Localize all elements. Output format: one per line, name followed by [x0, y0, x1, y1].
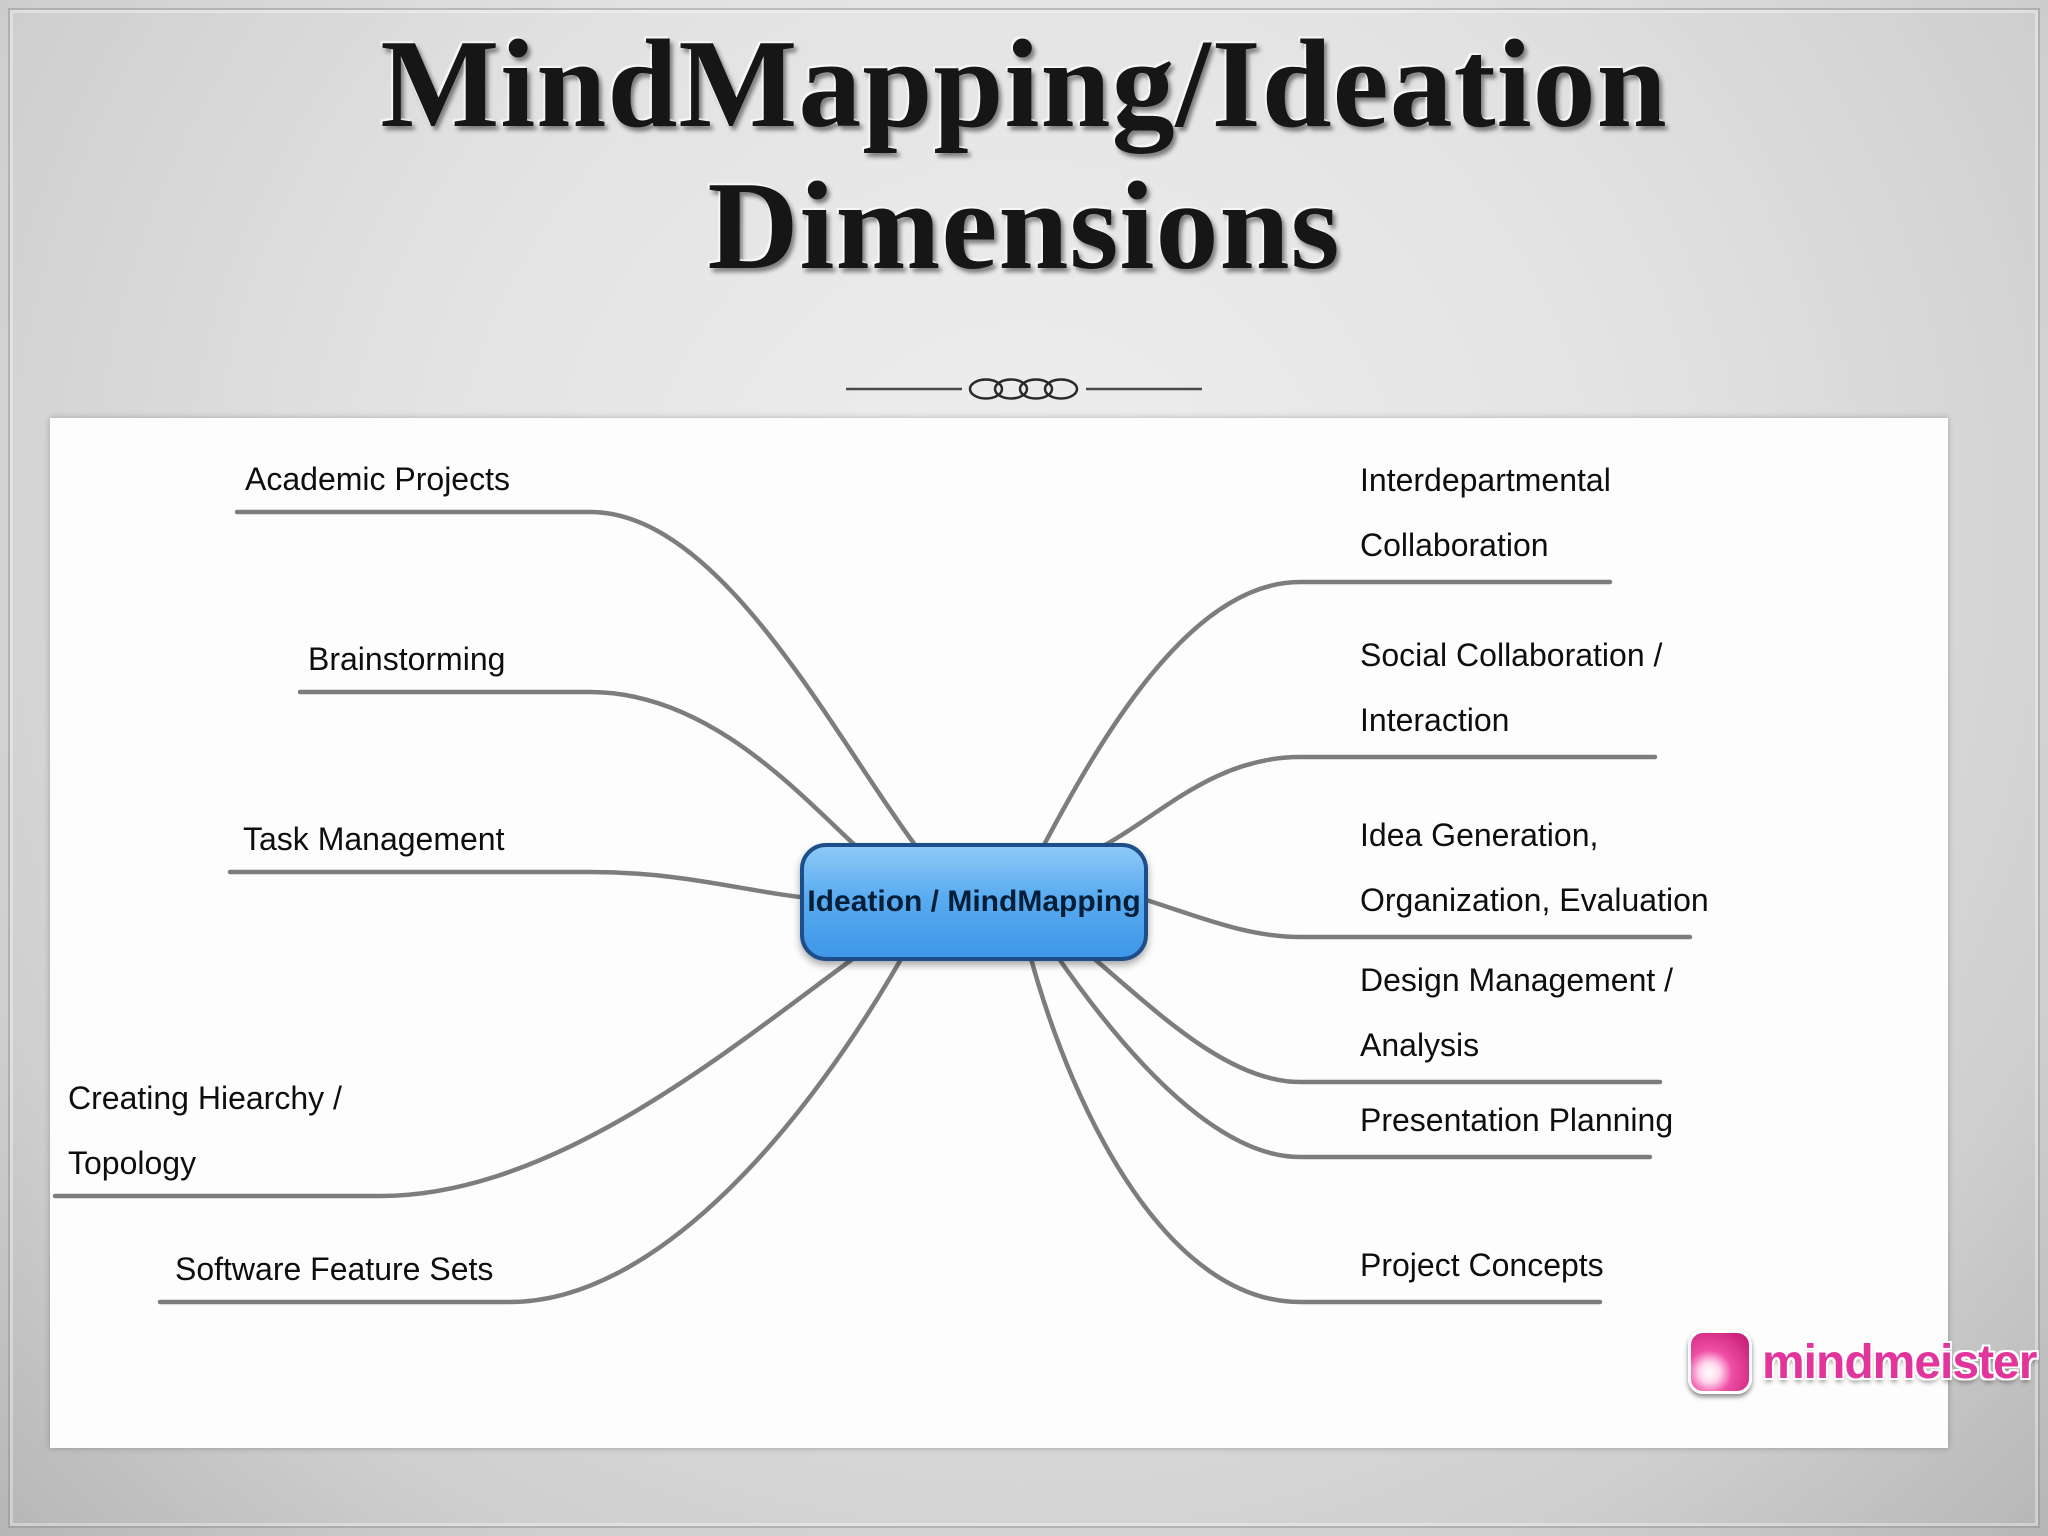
map-node-task-management: Task Management: [243, 807, 504, 872]
map-node-social-collaboration-interaction: Social Collaboration / Interaction: [1360, 623, 1662, 753]
map-node-label: Project Concepts: [1360, 1247, 1604, 1283]
map-node-idea-generation: Idea Generation, Organization, Evaluatio…: [1360, 803, 1709, 933]
mindmeister-icon: [1688, 1330, 1752, 1394]
map-node-interdepartmental-collaboration: Interdepartmental Collaboration: [1360, 448, 1611, 578]
map-node-label: Organization, Evaluation: [1360, 882, 1709, 918]
mindmeister-logo-text: mindmeister: [1762, 1335, 2037, 1389]
map-node-brainstorming: Brainstorming: [308, 627, 505, 692]
central-node-label: Ideation / MindMapping: [807, 885, 1141, 918]
map-node-label: Design Management /: [1360, 962, 1674, 998]
map-node-label: Software Feature Sets: [175, 1251, 494, 1287]
map-node-label: Analysis: [1360, 1027, 1480, 1063]
divider-ornament: [844, 372, 1204, 406]
map-node-creating-hierarchy-topology: Creating Hiearchy / Topology: [68, 1066, 342, 1196]
slide-title-line1: MindMapping/Ideation: [380, 15, 1668, 154]
central-node: Ideation / MindMapping: [800, 843, 1148, 961]
map-node-design-management-analysis: Design Management / Analysis: [1360, 948, 1673, 1078]
map-node-label: Creating Hiearchy /: [68, 1080, 342, 1116]
map-node-label: Collaboration: [1360, 527, 1549, 563]
map-node-label: Task Management: [243, 821, 505, 857]
map-node-label: Social Collaboration /: [1360, 637, 1663, 673]
map-node-label: Topology: [68, 1145, 197, 1181]
slide-title-line2: Dimensions: [707, 157, 1341, 297]
map-node-software-feature-sets: Software Feature Sets: [175, 1237, 493, 1302]
map-node-label: Interdepartmental: [1360, 462, 1611, 498]
map-node-label: Interaction: [1360, 702, 1510, 738]
map-node-project-concepts: Project Concepts: [1360, 1233, 1604, 1298]
map-node-label: Idea Generation,: [1360, 817, 1599, 853]
map-node-label: Brainstorming: [308, 641, 506, 677]
slide-title: MindMapping/Ideation Dimensions: [0, 14, 2048, 299]
mindmeister-logo: mindmeister: [1688, 1330, 2037, 1394]
map-node-academic-projects: Academic Projects: [245, 447, 510, 512]
map-node-label: Presentation Planning: [1360, 1102, 1674, 1138]
knot-ornament-icon: [846, 378, 1202, 400]
map-node-presentation-planning: Presentation Planning: [1360, 1088, 1673, 1153]
map-node-label: Academic Projects: [245, 461, 510, 497]
